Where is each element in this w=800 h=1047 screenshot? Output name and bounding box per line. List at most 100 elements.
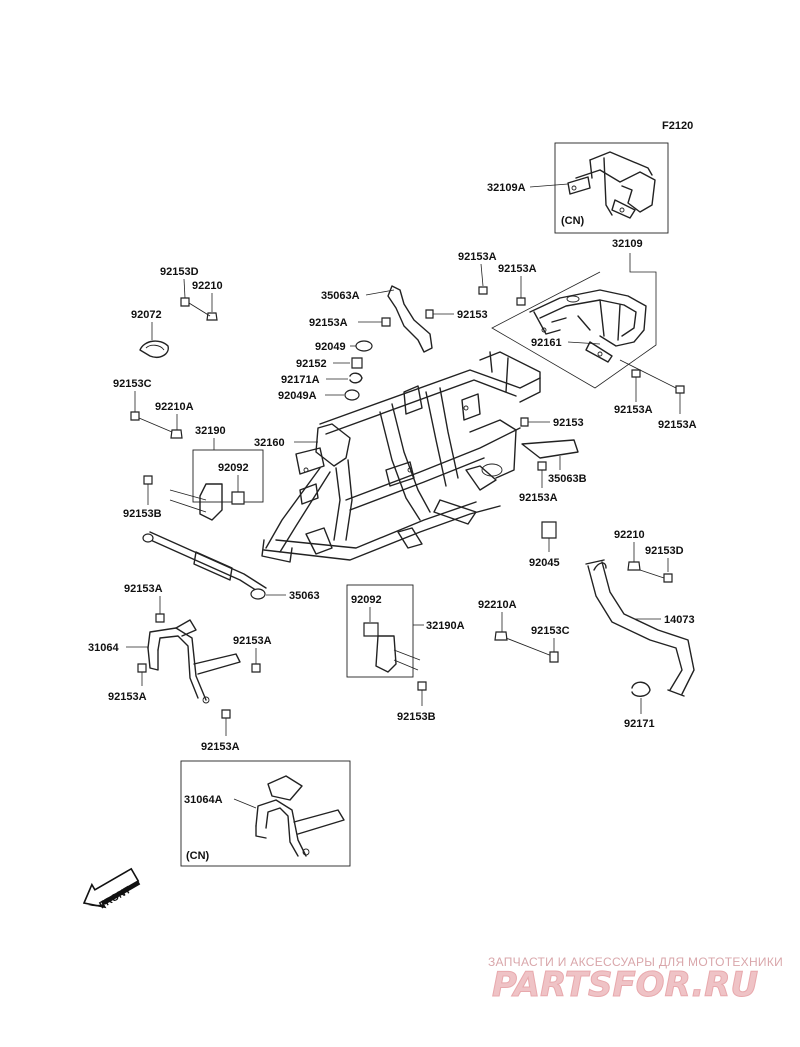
bolt-shaft-right bbox=[639, 569, 665, 579]
label-92153C-left: 92153C bbox=[113, 378, 152, 390]
leader-92153A-r2a bbox=[619, 359, 677, 389]
label-32109: 32109 bbox=[612, 238, 643, 250]
cn-carrier-drawing bbox=[567, 151, 656, 219]
label-92153A-r1: 92153A bbox=[614, 404, 653, 416]
label-32109A: 32109A bbox=[487, 182, 526, 194]
bolt-92153A-bl2 bbox=[251, 663, 261, 673]
label-35063A: 35063A bbox=[321, 290, 360, 302]
carrier-plane-outline bbox=[491, 253, 657, 389]
rod-35063-drawing bbox=[142, 531, 267, 600]
leader-92161 bbox=[567, 341, 601, 345]
bolt-92153A-r2 bbox=[675, 385, 685, 394]
diagram-code: F2120 bbox=[662, 120, 693, 132]
bolt-92153A-mid bbox=[537, 461, 547, 471]
label-92153D-right: 92153D bbox=[645, 545, 684, 557]
label-92153C-right: 92153C bbox=[531, 625, 570, 637]
bolt-92153C-left bbox=[130, 411, 140, 421]
bolt-92153A-bl3 bbox=[137, 663, 147, 673]
nut-92210-right bbox=[627, 561, 641, 571]
cn-label-bottom: (CN) bbox=[186, 850, 210, 862]
label-92153A-r2: 92153A bbox=[658, 419, 697, 431]
bolt-shaft-92153C bbox=[138, 417, 173, 433]
leader-92153D-left bbox=[183, 278, 186, 299]
label-92153A-top-1: 92153A bbox=[458, 251, 497, 263]
bolt-92153B-left bbox=[143, 475, 153, 485]
label-14073: 14073 bbox=[664, 614, 695, 626]
leader-31064A bbox=[233, 798, 257, 809]
watermark-brand: PARTSFOR.RU bbox=[492, 965, 758, 1005]
bushing-92092-left bbox=[231, 491, 245, 505]
label-92153A-center: 92153A bbox=[309, 317, 348, 329]
label-92153A-bl2: 92153A bbox=[233, 635, 272, 647]
bolt-92153C-right bbox=[549, 651, 559, 663]
grommet-92049 bbox=[355, 340, 373, 352]
label-31064A: 31064A bbox=[184, 794, 223, 806]
bolt-92153A-r1 bbox=[631, 369, 641, 378]
label-32190A: 32190A bbox=[426, 620, 465, 632]
label-92153A-top-2: 92153A bbox=[498, 263, 537, 275]
mount-32190 bbox=[199, 483, 223, 521]
bracket-31064-drawing bbox=[147, 619, 241, 704]
rear-carrier-drawing bbox=[529, 289, 647, 363]
tube-14073-drawing bbox=[585, 559, 695, 697]
bolt-92153-center bbox=[425, 309, 434, 319]
label-92153A-bl4: 92153A bbox=[201, 741, 240, 753]
bracket-35063B bbox=[521, 439, 579, 459]
label-92049A: 92049A bbox=[278, 390, 317, 402]
main-frame-drawing bbox=[261, 351, 541, 563]
label-92092-left: 92092 bbox=[218, 462, 249, 474]
label-92072: 92072 bbox=[131, 309, 162, 321]
nut-92210A-right bbox=[494, 631, 508, 641]
bolt-92153A-center bbox=[381, 317, 391, 327]
bolt-92153B-right bbox=[417, 681, 427, 691]
label-92171: 92171 bbox=[624, 718, 655, 730]
bracket-35063A bbox=[387, 285, 433, 353]
label-92210A-left: 92210A bbox=[155, 401, 194, 413]
label-92153B-left: 92153B bbox=[123, 508, 162, 520]
label-92153-right: 92153 bbox=[553, 417, 584, 429]
label-92153A-bl1: 92153A bbox=[124, 583, 163, 595]
bolt-92153A-top-1 bbox=[478, 286, 488, 295]
bushing-92092-right bbox=[363, 622, 379, 637]
label-92171A: 92171A bbox=[281, 374, 320, 386]
nut-92210-left bbox=[206, 312, 218, 321]
cn-carrier-inset-box bbox=[554, 142, 669, 234]
front-arrow-icon bbox=[82, 867, 141, 909]
label-92210A-right: 92210A bbox=[478, 599, 517, 611]
label-92045: 92045 bbox=[529, 557, 560, 569]
label-92092-right: 92092 bbox=[351, 594, 382, 606]
cn-label-top: (CN) bbox=[561, 215, 585, 227]
bolt-92153D-left bbox=[180, 297, 190, 307]
leader-32109A bbox=[529, 183, 569, 188]
cn-bracket-inset-box bbox=[180, 760, 351, 867]
label-92153A-bl3: 92153A bbox=[108, 691, 147, 703]
label-35063: 35063 bbox=[289, 590, 320, 602]
label-92153-center: 92153 bbox=[457, 309, 488, 321]
collar-92045 bbox=[541, 521, 557, 539]
label-32190: 32190 bbox=[195, 425, 226, 437]
grommet-92049A bbox=[344, 389, 360, 401]
mount-32190A bbox=[375, 635, 397, 673]
nut-92210A-left bbox=[170, 429, 183, 439]
label-92152: 92152 bbox=[296, 358, 327, 370]
watermark-tagline: ЗАПЧАСТИ И АКСЕССУАРЫ ДЛЯ МОТОТЕХНИКИ bbox=[488, 955, 783, 969]
clamp-92171A bbox=[349, 372, 363, 384]
clamp-92171 bbox=[631, 681, 651, 697]
bolt-92153A-bl4 bbox=[221, 709, 231, 719]
box-32190 bbox=[192, 449, 264, 503]
label-92210-right: 92210 bbox=[614, 529, 645, 541]
label-92161: 92161 bbox=[531, 337, 562, 349]
label-92153A-mid: 92153A bbox=[519, 492, 558, 504]
label-92153B-right: 92153B bbox=[397, 711, 436, 723]
label-92153D-left: 92153D bbox=[160, 266, 199, 278]
bolt-92153A-bl1 bbox=[155, 613, 165, 623]
clamp-92072 bbox=[139, 340, 169, 358]
label-32160: 32160 bbox=[254, 437, 285, 449]
collar-92152 bbox=[351, 357, 363, 369]
label-35063B: 35063B bbox=[548, 473, 587, 485]
bolt-shaft-92153C-right bbox=[505, 637, 553, 657]
bolt-92153A-top-2 bbox=[516, 297, 526, 306]
label-92210-left: 92210 bbox=[192, 280, 223, 292]
cn-bracket-drawing bbox=[255, 775, 345, 857]
